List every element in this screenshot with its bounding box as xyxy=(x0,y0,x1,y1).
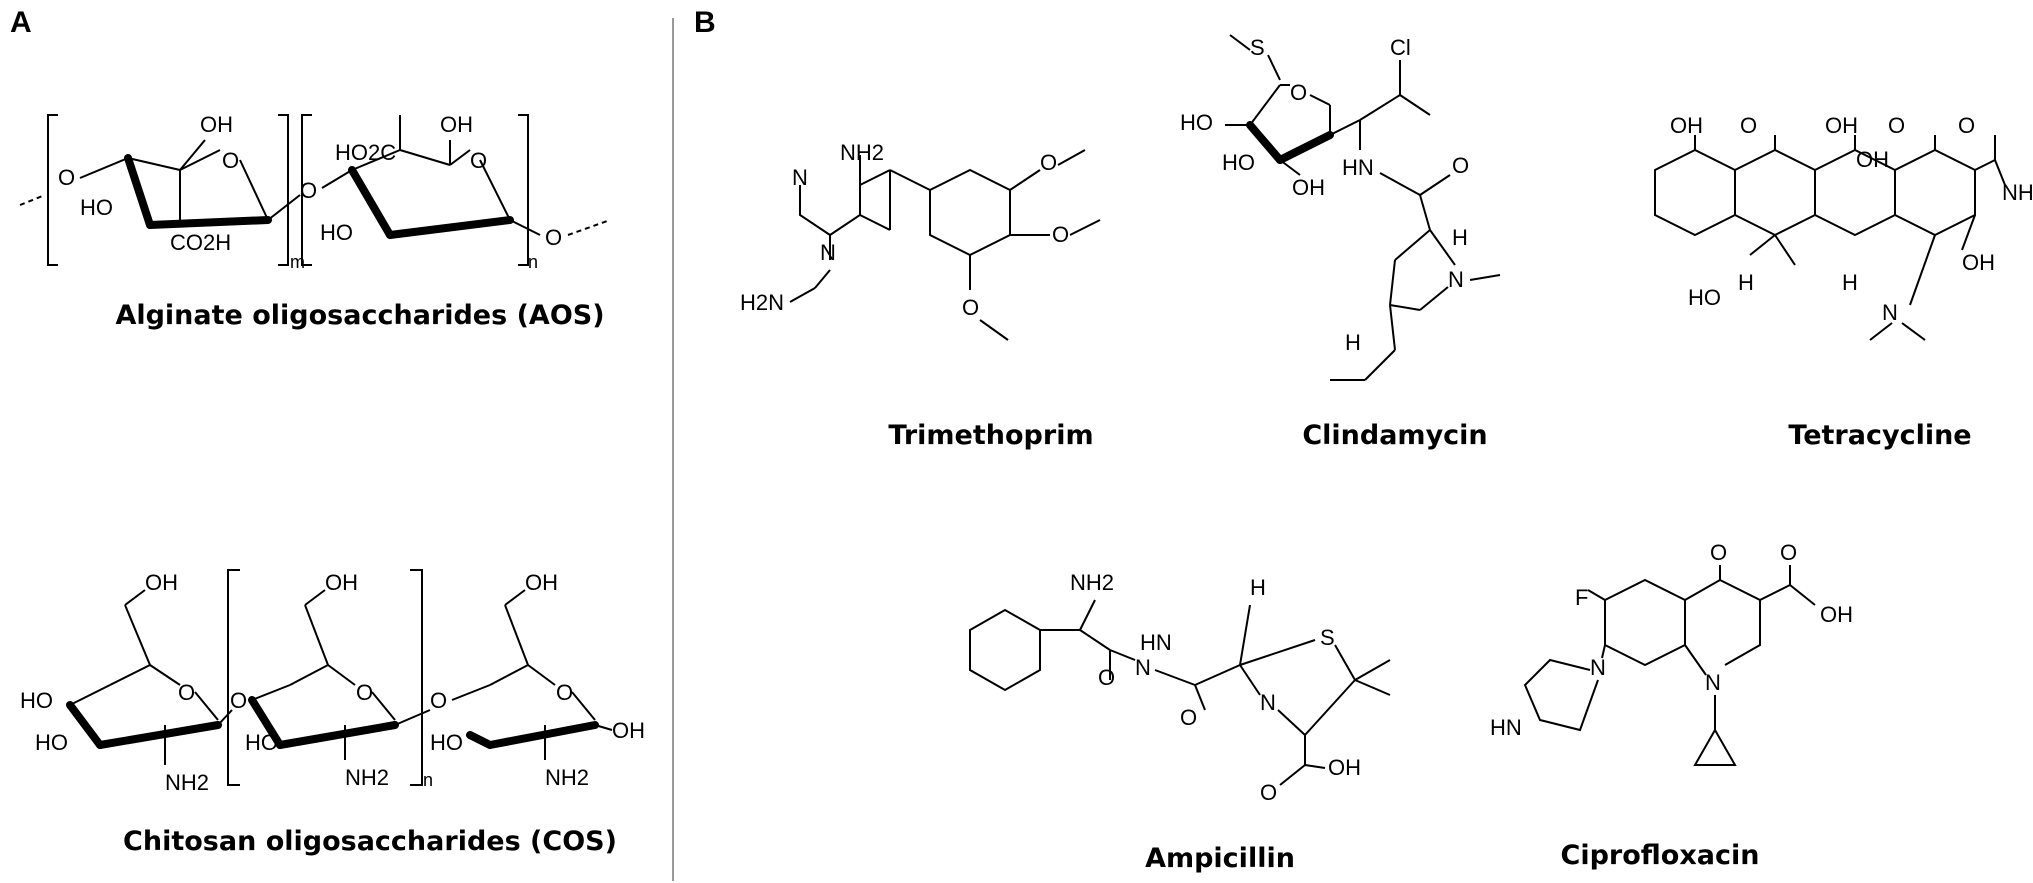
amp-hn: HN xyxy=(1140,630,1172,655)
clindamycin-structure: S HO HO OH O Cl HN O H N H xyxy=(1180,34,1501,381)
caption-ciprofloxacin: Ciprofloxacin xyxy=(1560,840,1760,871)
caption-aos: Alginate oligosaccharides (AOS) xyxy=(115,300,605,331)
clin-s: S xyxy=(1250,35,1265,60)
cos-r3-oh-right: OH xyxy=(612,718,645,743)
cipro-n-quin: N xyxy=(1705,670,1721,695)
aos-r2-ring-o: O xyxy=(470,148,487,173)
cos-bridge-o-1: O xyxy=(230,688,247,713)
amp-h: H xyxy=(1250,575,1266,600)
cos-r3-oh-top: OH xyxy=(525,570,558,595)
caption-clindamycin: Clindamycin xyxy=(1302,420,1488,451)
tmp-n3: N xyxy=(820,240,836,265)
clin-carbonyl-o: O xyxy=(1452,153,1469,178)
amp-o-amide: O xyxy=(1098,665,1115,690)
cos-structure: OH HO HO O NH2 O n OH HO O NH2 O OH HO O… xyxy=(20,569,645,795)
amp-n-amide: N xyxy=(1135,655,1151,680)
amp-n-ring: N xyxy=(1260,690,1276,715)
cos-r2-oh: OH xyxy=(325,570,358,595)
clin-n: N xyxy=(1448,267,1464,292)
tet-o-2: O xyxy=(1888,113,1905,138)
tet-nh2: NH2 xyxy=(2002,180,2033,205)
cipro-o-keto: O xyxy=(1710,540,1727,565)
aos-r1-co2h: CO2H xyxy=(170,230,231,255)
amp-s: S xyxy=(1320,625,1335,650)
clin-ho-2: HO xyxy=(1222,150,1255,175)
aos-r1-ring-o: O xyxy=(222,148,239,173)
amp-o-lactam: O xyxy=(1180,705,1197,730)
tmp-ome-o1: O xyxy=(1040,150,1057,175)
cos-r1-oh: OH xyxy=(145,570,178,595)
cos-r3-ring-o: O xyxy=(556,680,573,705)
tmp-nh2-top: NH2 xyxy=(840,140,884,165)
tet-oh-2: OH xyxy=(1825,113,1858,138)
cos-r1-ho-b: HO xyxy=(35,730,68,755)
caption-tetracycline: Tetracycline xyxy=(1788,420,1972,451)
trimethoprim-structure: N N NH2 H2N O O O xyxy=(740,140,1101,341)
caption-ampicillin: Ampicillin xyxy=(1145,843,1295,874)
tet-o-1: O xyxy=(1740,113,1757,138)
tmp-ome-o2: O xyxy=(1052,222,1069,247)
clin-hn: HN xyxy=(1342,155,1374,180)
aos-r2-ho: HO xyxy=(320,220,353,245)
tetracycline-structure: OH O OH OH O O NH2 OH HO H H N xyxy=(1654,113,2033,341)
cos-sub-n: n xyxy=(423,770,433,790)
tet-h-2: H xyxy=(1842,270,1858,295)
cos-r2-ring-o: O xyxy=(356,680,373,705)
ampicillin-structure: NH2 HN N O H S N O O OH xyxy=(969,570,1391,805)
tmp-ome-o3: O xyxy=(962,295,979,320)
cipro-oh: OH xyxy=(1820,602,1853,627)
ciprofloxacin-structure: F O O OH N N HN xyxy=(1490,540,1853,766)
cipro-o-acid: O xyxy=(1780,540,1797,565)
cos-r1-ring-o: O xyxy=(178,680,195,705)
aos-bridge-o-mid: O xyxy=(300,178,317,203)
caption-trimethoprim: Trimethoprim xyxy=(888,420,1094,451)
cos-bridge-o-2: O xyxy=(430,688,447,713)
panel-divider xyxy=(672,18,674,881)
tet-ho: HO xyxy=(1688,285,1721,310)
cipro-f: F xyxy=(1575,585,1588,610)
panel-letter-a: A xyxy=(10,6,32,39)
aos-r1-ho: HO xyxy=(80,195,113,220)
aos-bridge-o-right: O xyxy=(545,225,562,250)
tet-oh-1: OH xyxy=(1670,113,1703,138)
tet-oh-4: OH xyxy=(1962,250,1995,275)
cos-r3-nh2: NH2 xyxy=(545,765,589,790)
aos-r1-oh-top: OH xyxy=(200,112,233,137)
tmp-n1: N xyxy=(792,165,808,190)
clin-ring-o: O xyxy=(1290,80,1307,105)
cos-r3-ho: HO xyxy=(430,730,463,755)
cipro-n-pip: N xyxy=(1590,655,1606,680)
cipro-hn: HN xyxy=(1490,715,1522,740)
tet-n: N xyxy=(1882,300,1898,325)
caption-cos: Chitosan oligosaccharides (COS) xyxy=(123,826,617,857)
cos-r2-nh2: NH2 xyxy=(345,765,389,790)
aos-sub-n: n xyxy=(528,252,538,272)
aos-bridge-o-left: O xyxy=(58,165,75,190)
cos-r1-ho-a: HO xyxy=(20,688,53,713)
tet-o-3: O xyxy=(1958,113,1975,138)
amp-oh-acid: OH xyxy=(1328,755,1361,780)
clin-h-2: H xyxy=(1345,330,1361,355)
clin-ho-1: HO xyxy=(1180,110,1213,135)
clin-oh: OH xyxy=(1292,175,1325,200)
cos-r1-nh2: NH2 xyxy=(165,770,209,795)
aos-r2-ho2c: HO2C xyxy=(335,140,396,165)
tet-h-1: H xyxy=(1738,270,1754,295)
tmp-h2n: H2N xyxy=(740,290,784,315)
cos-r2-ho: HO xyxy=(245,730,278,755)
amp-nh2: NH2 xyxy=(1070,570,1114,595)
clin-h-1: H xyxy=(1452,225,1468,250)
aos-r2-oh: OH xyxy=(440,112,473,137)
amp-o-acid: O xyxy=(1260,780,1277,805)
panel-letter-b: B xyxy=(694,6,716,39)
clin-cl: Cl xyxy=(1390,35,1411,60)
aos-structure: O m OH O HO CO2H O n HO2C OH O HO O xyxy=(19,112,611,272)
